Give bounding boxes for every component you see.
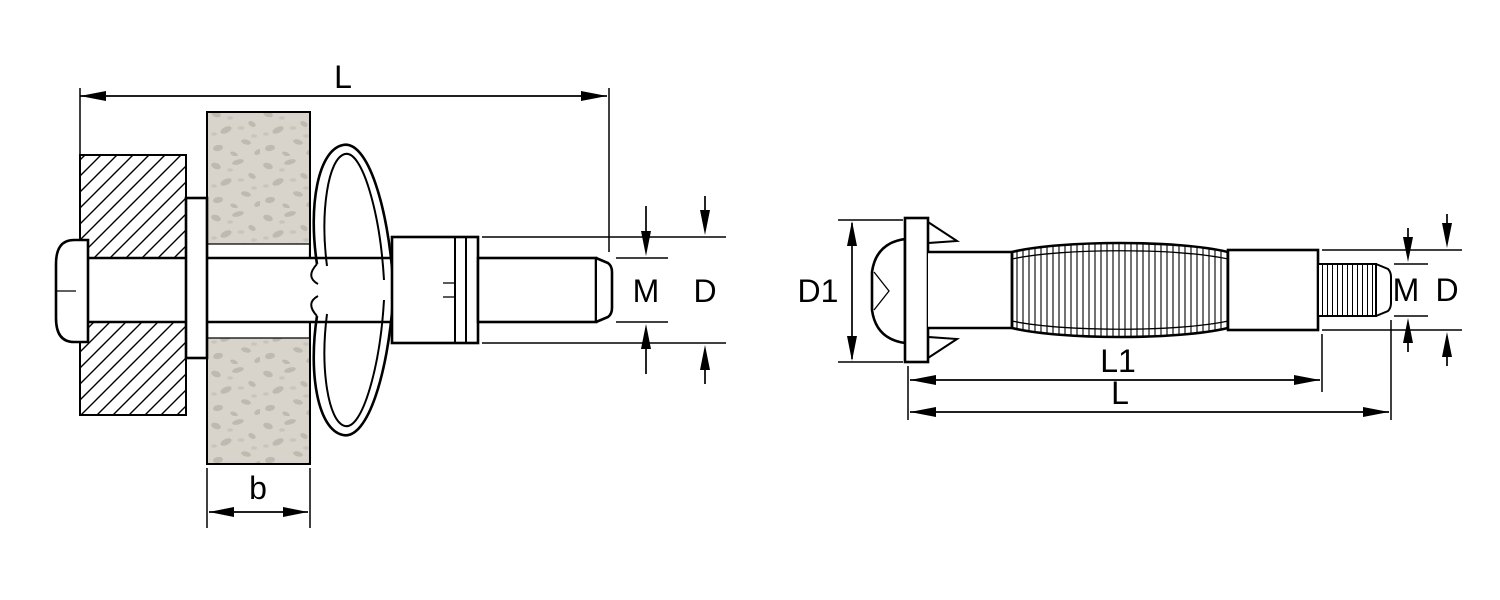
wing-upper-outer	[312, 143, 395, 281]
dimension-overall-length: L	[79, 59, 610, 252]
anchor-flange	[903, 216, 961, 364]
arrowhead-up	[700, 345, 710, 370]
label-overall-length: L	[334, 59, 352, 95]
dimension-panel-thickness-b: b	[206, 468, 311, 528]
expansion-outline	[1010, 241, 1230, 339]
anchor-head	[870, 237, 907, 345]
expansion-wings	[310, 143, 395, 437]
arrowhead-right	[581, 91, 607, 101]
dimension-thread-M: M	[616, 206, 668, 374]
arrowhead-up	[1442, 332, 1452, 357]
anchor-neck	[928, 250, 1014, 330]
threaded-stud	[476, 256, 614, 324]
arrowhead-down	[1442, 223, 1452, 248]
arrowhead-up	[847, 221, 857, 246]
washer-plate	[184, 196, 209, 360]
head-recess	[873, 271, 890, 311]
arrowhead-right	[1363, 407, 1389, 417]
arrowhead-down	[700, 210, 710, 235]
arrowhead-down	[641, 231, 651, 256]
wing-lower-inner	[323, 299, 385, 428]
arrowhead-left	[209, 507, 234, 517]
wing-lower-hook	[310, 295, 319, 317]
label-diameter-D: D	[693, 273, 716, 309]
screw-shaft	[88, 256, 392, 324]
expansion-section	[1010, 241, 1230, 339]
anchor-body	[390, 235, 480, 345]
wing-lower-outer	[312, 299, 395, 437]
dimension-diameter-D: D	[482, 196, 726, 384]
arrowhead-left	[910, 407, 936, 417]
dimension-body-length-L1: L1	[907, 334, 1323, 420]
arrowhead-right	[283, 507, 308, 517]
label-body-length-L1: L1	[1100, 343, 1136, 379]
side-view: D1	[798, 214, 1462, 420]
stud-tip	[595, 256, 614, 324]
arrowhead-up	[641, 324, 651, 349]
label-thread-M: M	[633, 273, 660, 309]
label-thread-M-side: M	[1393, 272, 1420, 308]
label-diameter-D-side: D	[1435, 272, 1458, 308]
arrowhead-right	[1294, 375, 1320, 385]
screw-head	[54, 238, 90, 344]
label-flange-D1: D1	[798, 273, 839, 309]
stud-tip	[1375, 263, 1392, 317]
sleeve	[1226, 248, 1320, 332]
wing-upper-inner	[323, 152, 385, 281]
installed-view: L	[54, 59, 726, 528]
dimension-overall-length-side: L	[910, 320, 1392, 420]
label-overall-length-side: L	[1111, 375, 1129, 411]
arrowhead-down	[847, 336, 857, 361]
wing-upper-hook	[310, 263, 319, 285]
dimension-thread-M-side: M	[1393, 228, 1428, 352]
flange-tooth-bottom	[927, 335, 961, 360]
flange-tooth-top	[927, 220, 961, 245]
threaded-stud-side	[1317, 263, 1392, 317]
arrowhead-left	[910, 375, 936, 385]
label-panel-thickness-b: b	[249, 470, 267, 506]
dimension-flange-D1: D1	[798, 219, 903, 363]
arrowhead-left	[80, 91, 106, 101]
dimension-diameter-D-side: D	[1322, 214, 1462, 366]
